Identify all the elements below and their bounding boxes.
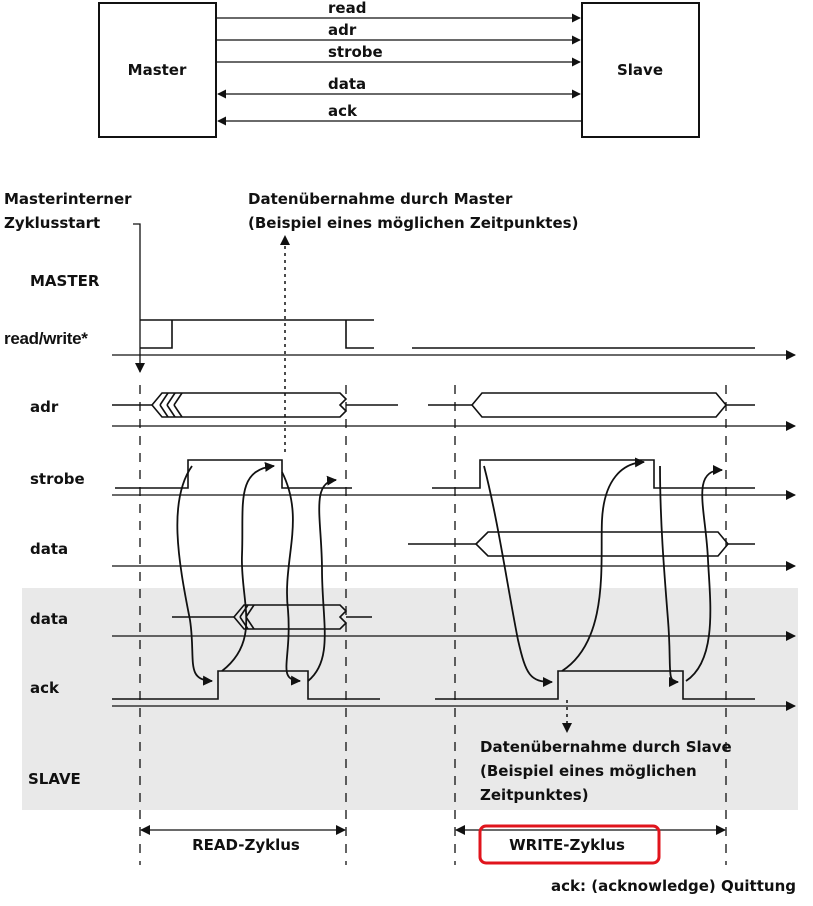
bus-signal-ack: ack — [328, 102, 358, 120]
adr-waveform — [112, 392, 755, 418]
cycle-start-arrow — [133, 223, 145, 373]
signal-label-ack: ack — [30, 679, 60, 697]
signal-label-adr: adr — [30, 398, 59, 416]
slave-box — [581, 2, 700, 138]
bus-signal-data: data — [328, 75, 366, 93]
master-box-label: Master — [128, 61, 187, 79]
section-master: MASTER — [30, 272, 100, 290]
section-slave: SLAVE — [28, 770, 81, 788]
write-handshake-loops — [483, 457, 723, 687]
bus-signal-adr: adr — [328, 21, 357, 39]
cycle-boundaries — [139, 385, 727, 865]
slave-takeover-label-3: Zeitpunktes) — [480, 786, 589, 804]
signal-label-data-slave: data — [30, 610, 68, 628]
slave-takeover-label-2: (Beispiel eines möglichen — [480, 762, 697, 780]
signal-label-data-master: data — [30, 540, 68, 558]
strobe-waveform — [115, 459, 755, 489]
write-cycle-label: WRITE-Zyklus — [509, 836, 625, 854]
slave-box-label: Slave — [617, 61, 663, 79]
bus-lines — [216, 13, 582, 126]
read-write-waveform — [140, 319, 755, 349]
master-takeover-label-2: (Beispiel eines möglichen Zeitpunktes) — [248, 214, 578, 232]
ack-waveform — [112, 670, 755, 700]
data-slave-waveform — [172, 604, 372, 630]
footnote: ack: (acknowledge) Quittung — [551, 877, 796, 895]
bus-signal-read: read — [328, 0, 366, 17]
slave-takeover-label-1: Datenübernahme durch Slave — [480, 738, 732, 756]
data-master-waveform — [408, 531, 755, 557]
cycle-start-label-1: Masterinterner — [4, 190, 132, 208]
signal-label-read-write: read/write* — [4, 329, 88, 348]
read-cycle-label: READ-Zyklus — [192, 836, 300, 854]
read-handshake-loops — [176, 461, 337, 686]
signal-label-strobe: strobe — [30, 470, 85, 488]
cycle-start-label-2: Zyklusstart — [4, 214, 100, 232]
write-cycle-highlight — [478, 824, 661, 865]
master-box — [98, 2, 217, 138]
bus-signal-strobe: strobe — [328, 43, 383, 61]
time-axes — [112, 350, 796, 711]
master-takeover-label-1: Datenübernahme durch Master — [248, 190, 513, 208]
